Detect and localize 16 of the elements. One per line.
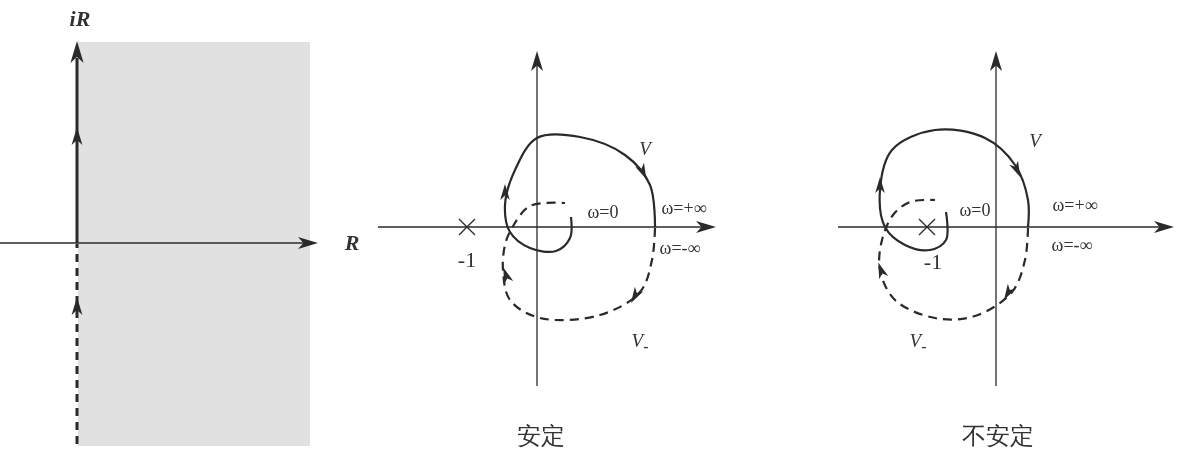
curve-label: V	[639, 138, 651, 158]
frequency-label: ω=-∞	[1051, 236, 1093, 254]
frequency-label: ω=0	[587, 203, 619, 221]
curve-label: V	[1029, 130, 1041, 150]
frequency-label: ω=0	[959, 201, 991, 219]
point-label: -1	[457, 249, 477, 271]
frequency-label: ω=+∞	[661, 199, 707, 217]
curve-label: V$_{-}$	[631, 331, 649, 355]
axis-label: R	[344, 232, 360, 254]
frequency-label: ω=+∞	[1052, 196, 1098, 214]
caption-text: 安定	[517, 424, 565, 448]
axis-label: iR	[69, 8, 91, 30]
point-label: -1	[923, 251, 943, 273]
caption-text: 不安定	[962, 424, 1034, 448]
curve-label: V$_{-}$	[909, 331, 927, 355]
frequency-label: ω=-∞	[659, 239, 701, 257]
